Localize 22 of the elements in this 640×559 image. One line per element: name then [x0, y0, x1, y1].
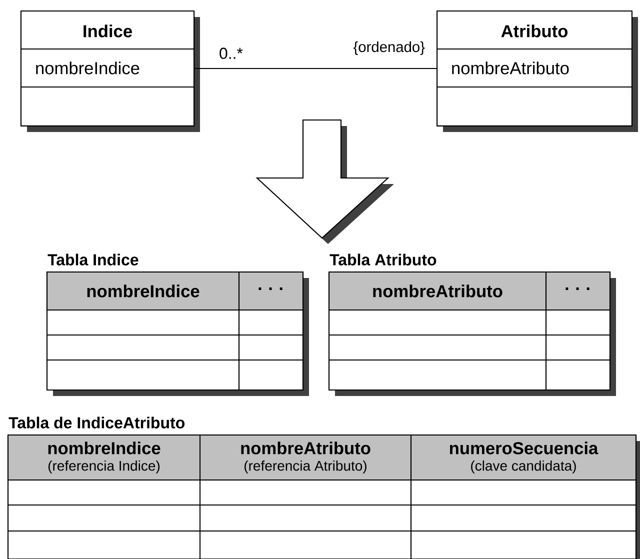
- column-note: (referencia Atributo): [244, 460, 366, 474]
- class-box: [20, 10, 200, 132]
- column-header: nombreIndice: [87, 284, 200, 298]
- column-note: (referencia Indice): [48, 460, 160, 474]
- class-name: Atributo: [501, 24, 568, 38]
- attribute-text: nombreAtributo: [452, 62, 569, 74]
- ellipsis: · · ·: [258, 287, 282, 290]
- column-note: (clave candidata): [471, 460, 576, 474]
- class-box: [436, 10, 638, 132]
- table-title: Tabla de IndiceAtributo: [8, 416, 184, 428]
- table-title: Tabla Atributo: [330, 254, 436, 266]
- attribute-text: nombreIndice: [36, 62, 140, 74]
- multiplicity-label: 0..*: [220, 48, 243, 59]
- column-header: nombreAtributo: [373, 284, 502, 298]
- constraint-label: {ordenado}: [354, 41, 425, 55]
- table-title: Tabla Indice: [48, 254, 138, 266]
- class-name: Indice: [84, 24, 132, 38]
- column-header: nombreAtributo: [241, 442, 370, 454]
- association-line: [194, 68, 436, 70]
- ellipsis: · · ·: [566, 287, 590, 290]
- column-header: nombreIndice: [48, 442, 160, 454]
- column-header: numeroSecuencia: [450, 442, 598, 454]
